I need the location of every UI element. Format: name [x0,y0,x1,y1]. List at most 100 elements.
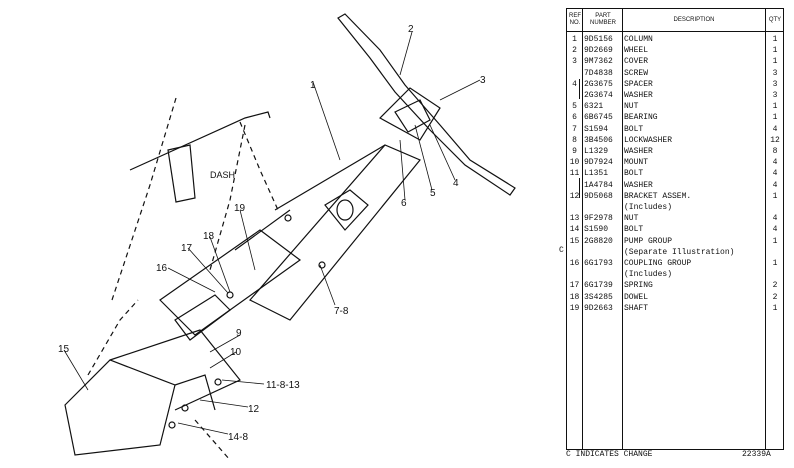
description-cell: WHEEL [624,46,649,56]
part-number-cell: 1A4784 [584,180,613,190]
description-cell: NUT [624,214,639,224]
callout-18: 18 [203,231,215,242]
description-cell: WASHER [624,180,653,190]
qty-cell: 1 [772,236,778,246]
header-description: DESCRIPTION [673,17,715,23]
description-cell: (Includes) [624,270,673,280]
part-number-cell: 2G8820 [584,236,613,246]
part-number-cell: L1329 [584,147,609,156]
callout-12: 12 [248,404,260,415]
table-header: REF NO. PART NUMBER DESCRIPTION QTY [567,9,783,32]
header-qty: QTY [768,17,782,23]
steering-column [249,144,421,321]
mount-plate [324,189,369,231]
qty-cell: 1 [772,102,778,112]
qty-cell: 2 [772,281,778,291]
ref-cell: 18 [569,292,580,302]
ref-cell: 12 [569,191,580,201]
callout-3: 3 [480,75,486,86]
steering-wheel-rim [337,13,516,196]
ref-cell: 10 [569,158,580,168]
description-cell: PUMP GROUP [624,236,673,246]
column-divider [582,9,583,449]
description-cell: SCREW [624,68,649,78]
callout-11-8-13: 11-8-13 [266,380,300,391]
ref-cell: 16 [569,259,580,268]
callout-15: 15 [58,344,70,355]
callout-16: 16 [156,263,168,274]
part-number-cell: 6321 [584,102,604,112]
exploded-view-drawing: DASH 1 2 3 4 5 6 7-8 9 10 11-8-13 12 14-… [58,13,516,461]
callout-10: 10 [230,347,242,358]
qty-cell: 3 [772,68,778,78]
callout-2: 2 [408,24,414,35]
description-cell: BRACKET ASSEM. [624,191,692,201]
qty-cell: 12 [770,135,780,145]
description-cell: COVER [624,57,649,67]
part-number-cell: 9D5068 [584,191,613,201]
wheel-hub [379,87,441,141]
description-cell: BOLT [624,124,644,134]
description-cell: BOLT [624,225,644,235]
column-divider [765,9,766,449]
qty-cell: 4 [772,225,778,235]
callout-19: 19 [234,203,246,214]
ref-cell: 17 [569,281,580,291]
table-row: 1A4784 WASHER 4 [567,180,783,191]
qty-cell: 4 [772,158,778,168]
description-cell: WASHER [624,147,653,156]
callout-4: 4 [453,178,459,189]
ref-cell: 3 [572,57,577,67]
ref-cell: 19 [569,303,580,313]
callout-7-8: 7-8 [334,306,349,317]
illustration-number: 22339A [742,450,771,459]
column-divider [622,9,623,449]
description-cell: WASHER [624,91,653,100]
part-number-cell: L1351 [584,169,609,179]
ref-cell: 15 [569,236,580,246]
dash-window [167,144,196,203]
callout-6: 6 [401,198,407,209]
part-number-cell: 6B6745 [584,113,613,123]
part-number-cell: 9M7362 [584,57,613,67]
description-cell: BEARING [624,113,658,123]
part-number-cell: 9F2978 [584,214,613,224]
callout-17: 17 [181,243,193,254]
description-cell: DOWEL [624,292,649,302]
description-cell: (Includes) [624,203,673,212]
ref-cell: 8 [572,135,577,145]
description-cell: BOLT [624,169,644,179]
part-number-cell: 9D2663 [584,303,613,313]
part-number-cell: S1590 [584,225,609,235]
part-number-cell: 3B4506 [584,135,613,145]
description-cell: LOCKWASHER [624,135,673,145]
header-part-number: PART NUMBER [589,13,616,26]
qty-cell: 1 [772,191,778,201]
qty-cell: 3 [772,79,778,89]
description-cell: COUPLING GROUP [624,259,692,268]
callout-labels: 1 2 3 4 5 6 7-8 9 10 11-8-13 12 14-8 15 … [58,24,486,443]
description-cell: (Separate Illustration) [624,247,735,257]
dash-outline [129,111,271,171]
callout-9: 9 [236,328,242,339]
part-number-cell: 9D5156 [584,35,613,44]
header-ref-no: REF NO. [569,13,581,26]
part-number-cell: 9D7924 [584,158,613,168]
group-bracket [579,79,584,99]
part-number-cell: 3S4285 [584,292,613,302]
change-mark: C [559,246,564,255]
description-cell: NUT [624,102,639,112]
ref-cell: 2 [572,46,577,56]
qty-cell: 4 [772,180,778,190]
